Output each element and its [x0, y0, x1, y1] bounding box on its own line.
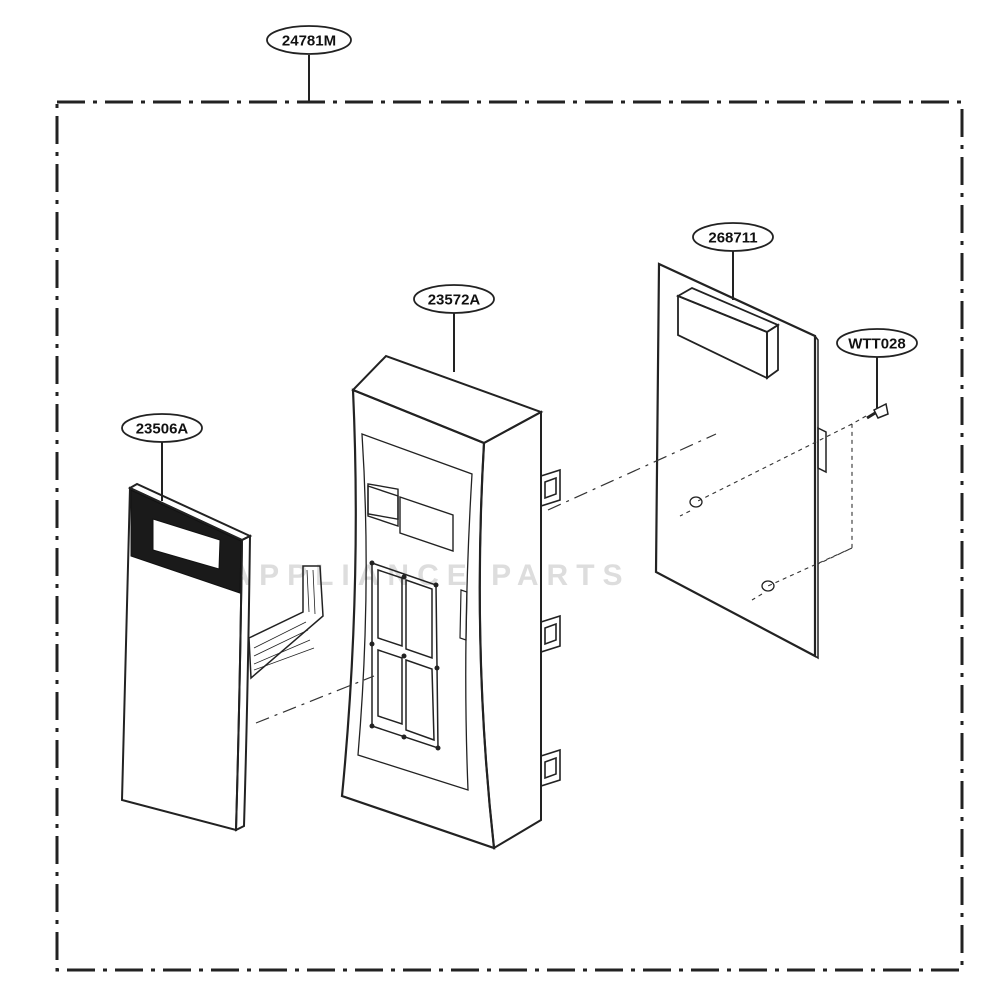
housing-display-window — [367, 485, 399, 527]
callout-wtt028: WTT028 — [836, 328, 918, 408]
callout-label-board-cover: 23572A — [428, 292, 481, 309]
pcb-mount-hole — [761, 580, 775, 592]
assembly-leader-lines — [255, 433, 717, 724]
screw — [866, 402, 889, 420]
watermark: APPLIANCE PARTS — [229, 559, 630, 592]
callout-label-pcb: 268711 — [708, 230, 757, 247]
pcb-board — [654, 262, 827, 660]
housing-key-grid — [371, 561, 439, 750]
housing-slot — [459, 589, 468, 641]
housing-display-window-left — [367, 483, 399, 521]
control-housing — [340, 354, 561, 850]
pcb-mount-hole — [689, 496, 703, 508]
callout-24781m: 24781M — [266, 25, 352, 102]
keypad-display-window — [152, 518, 221, 570]
membrane-keypad — [120, 482, 324, 832]
ribbon-cable — [248, 565, 324, 680]
callout-268711: 268711 — [692, 222, 774, 300]
callout-label-screw: WTT028 — [848, 336, 906, 353]
callout-23506a: 23506A — [121, 413, 203, 501]
screw-leader-lines — [679, 415, 867, 601]
assembly-boundary — [55, 100, 964, 972]
callout-label-membrane-keypad: 23506A — [136, 421, 189, 438]
callout-23572a: 23572A — [413, 284, 495, 372]
callout-label-assembly: 24781M — [282, 33, 336, 50]
housing-front — [340, 388, 496, 850]
housing-clips — [540, 468, 561, 788]
pcb-display-module — [675, 286, 780, 334]
